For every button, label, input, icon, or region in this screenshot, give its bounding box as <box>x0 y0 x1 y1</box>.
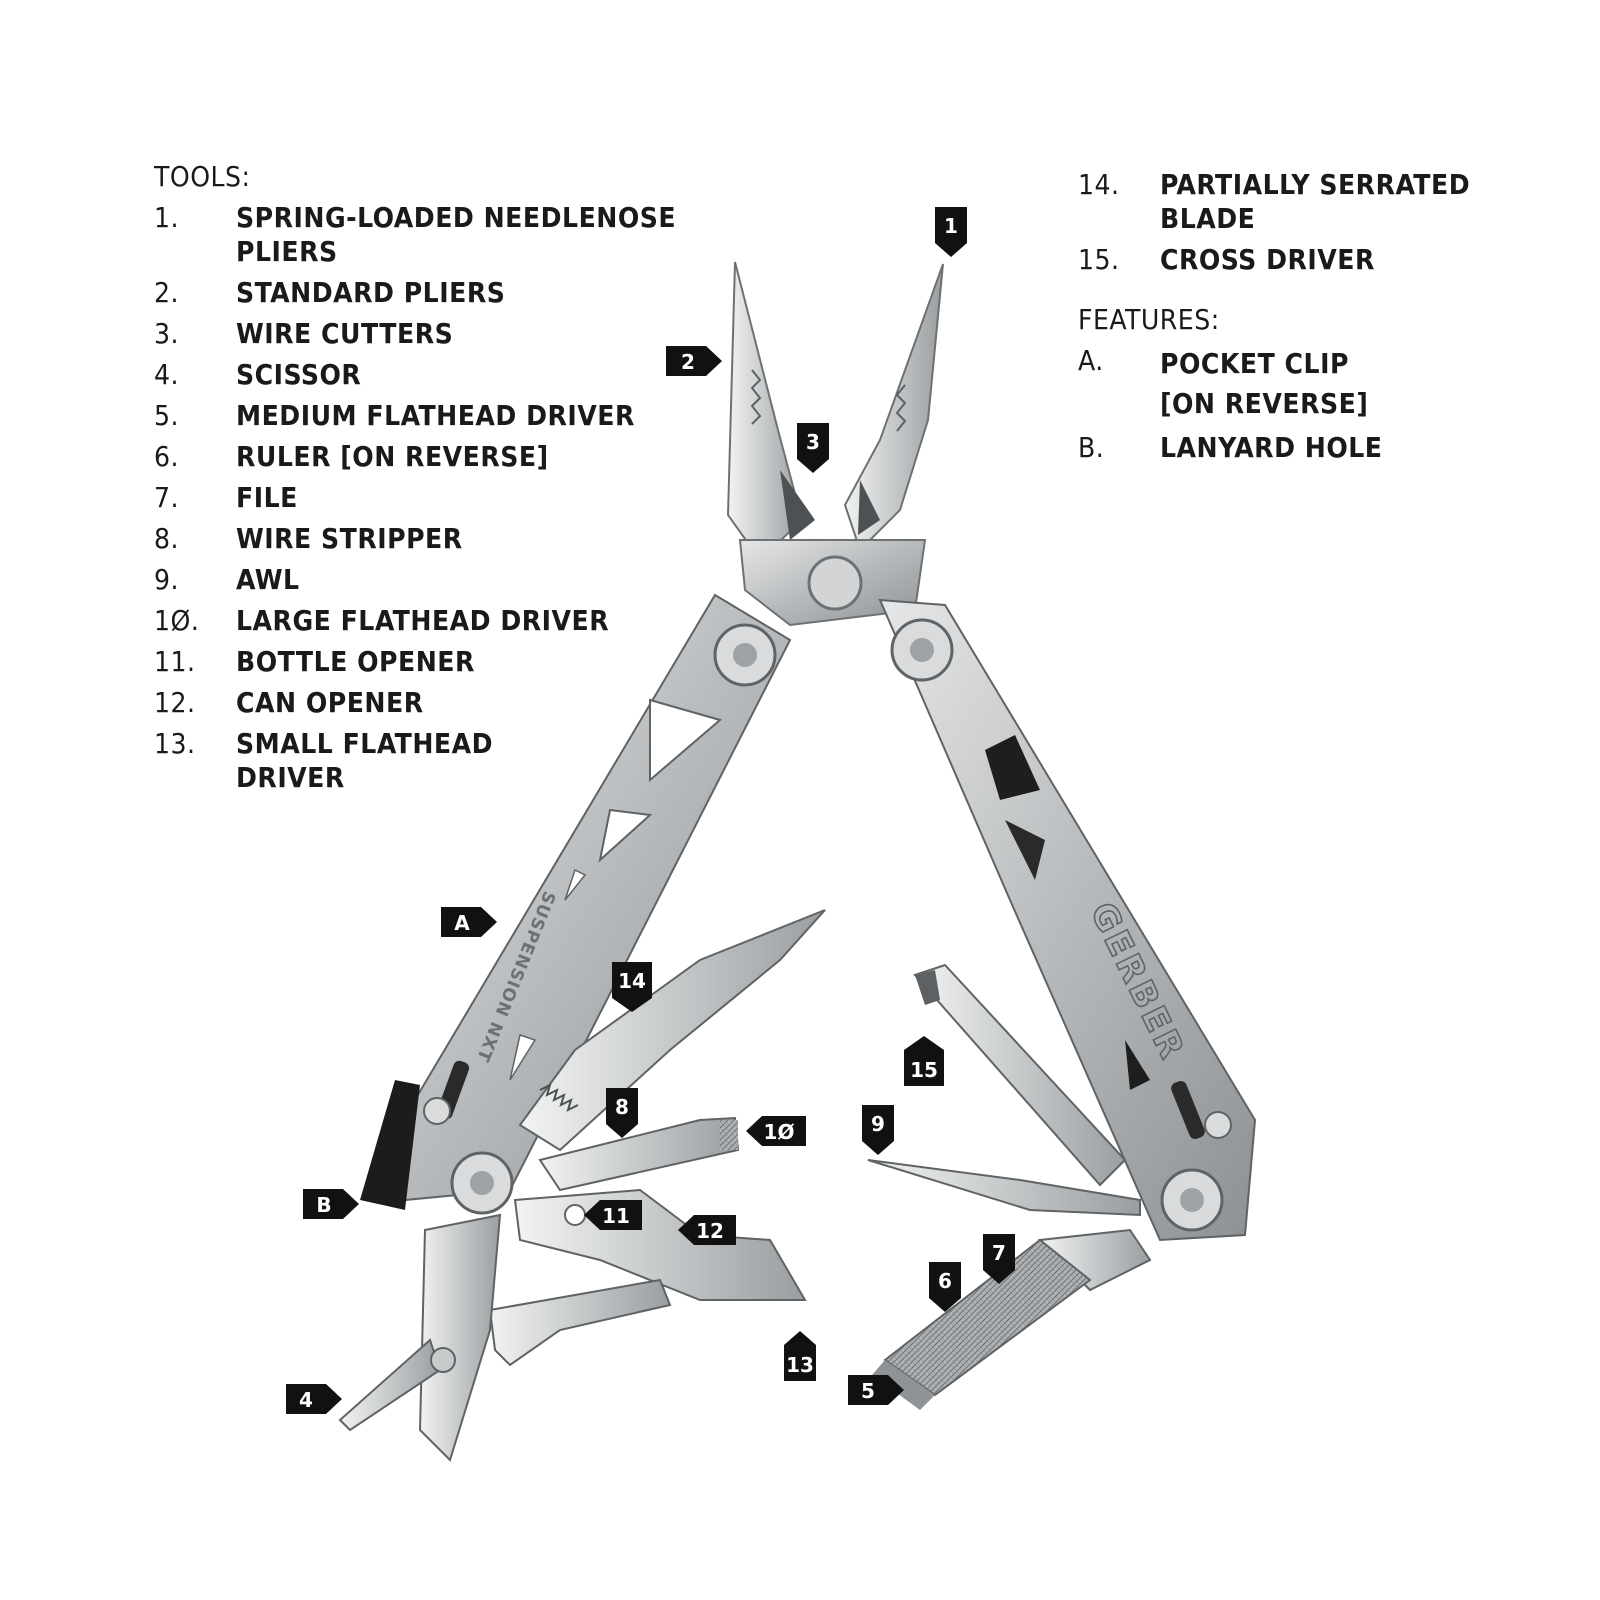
list-item: 9. AWL <box>154 563 714 597</box>
tools-heading: TOOLS: <box>154 160 251 193</box>
svg-text:1: 1 <box>944 214 958 238</box>
features-heading: FEATURES: <box>1078 303 1220 336</box>
item-label: CROSS DRIVER <box>1160 243 1375 276</box>
item-label: SPRING-LOADED NEEDLENOSE PLIERS <box>236 201 677 268</box>
item-label: WIRE STRIPPER <box>236 522 463 555</box>
list-item: 14. PARTIALLY SERRATED BLADE <box>1078 168 1538 236</box>
right-tools <box>867 963 1152 1410</box>
svg-text:5: 5 <box>861 1379 875 1403</box>
item-label: WIRE CUTTERS <box>236 317 454 350</box>
svg-text:A: A <box>454 911 470 935</box>
left-tools <box>338 909 826 1462</box>
item-label: SCISSOR <box>236 358 362 391</box>
callout-1: 1 <box>935 207 967 257</box>
item-label: PARTIALLY SERRATED BLADE <box>1160 168 1471 235</box>
svg-text:2: 2 <box>681 350 695 374</box>
item-number: 7. <box>154 481 180 514</box>
list-item: A. POCKET CLIP [ON REVERSE] <box>1078 344 1538 424</box>
list-item: 1. SPRING-LOADED NEEDLENOSE PLIERS <box>154 201 714 269</box>
item-label: SMALL FLATHEAD DRIVER <box>236 727 494 794</box>
svg-text:15: 15 <box>910 1058 938 1082</box>
tools-list-continued: 14. PARTIALLY SERRATED BLADE 15. CROSS DRI… <box>1078 168 1538 465</box>
item-number: 4. <box>154 358 180 391</box>
item-label: LARGE FLATHEAD DRIVER <box>236 604 610 637</box>
list-item: 8. WIRE STRIPPER <box>154 522 714 556</box>
item-number: 9. <box>154 563 180 596</box>
svg-text:13: 13 <box>786 1353 814 1377</box>
list-item: 5. MEDIUM FLATHEAD DRIVER <box>154 399 714 433</box>
item-number: 1Ø. <box>154 604 200 637</box>
callout-9: 9 <box>862 1105 894 1155</box>
list-item: 12. CAN OPENER <box>154 686 714 720</box>
callout-A: A <box>441 907 497 937</box>
svg-text:6: 6 <box>938 1269 952 1293</box>
item-number: 14. <box>1078 168 1120 201</box>
svg-text:B: B <box>316 1193 331 1217</box>
pliers-jaws <box>726 261 944 627</box>
callouts: 1 2 3 4 5 6 7 8 9 1Ø 11 12 13 14 15 A B <box>286 207 1015 1414</box>
item-label: MEDIUM FLATHEAD DRIVER <box>236 399 635 432</box>
item-label: STANDARD PLIERS <box>236 276 506 309</box>
item-number: B. <box>1078 431 1105 464</box>
svg-text:3: 3 <box>806 430 820 454</box>
item-number: 3. <box>154 317 180 350</box>
callout-2: 2 <box>666 346 722 376</box>
item-number: 15. <box>1078 243 1120 276</box>
list-item: 3. WIRE CUTTERS <box>154 317 714 351</box>
item-number: 12. <box>154 686 196 719</box>
callout-15: 15 <box>904 1036 944 1086</box>
svg-text:8: 8 <box>615 1095 629 1119</box>
item-label: RULER [ON REVERSE] <box>236 440 549 473</box>
item-label: CAN OPENER <box>236 686 424 719</box>
item-label: LANYARD HOLE <box>1160 431 1383 464</box>
callout-13: 13 <box>784 1331 816 1381</box>
callout-7: 7 <box>983 1234 1015 1284</box>
list-item: 6. RULER [ON REVERSE] <box>154 440 714 474</box>
callout-3: 3 <box>797 423 829 473</box>
tools-list: TOOLS: 1. SPRING-LOADED NEEDLENOSE PLIERS… <box>154 160 714 795</box>
callout-6: 6 <box>929 1262 961 1312</box>
list-item: 7. FILE <box>154 481 714 515</box>
item-label: POCKET CLIP [ON REVERSE] <box>1160 347 1369 420</box>
item-number: 6. <box>154 440 180 473</box>
list-item: 11. BOTTLE OPENER <box>154 645 714 679</box>
list-item: 4. SCISSOR <box>154 358 714 392</box>
svg-text:7: 7 <box>992 1241 1006 1265</box>
item-number: 11. <box>154 645 196 678</box>
svg-text:14: 14 <box>618 969 646 993</box>
callout-10: 1Ø <box>746 1116 806 1146</box>
right-handle: GERBER <box>878 598 1257 1242</box>
callout-11: 11 <box>584 1200 642 1230</box>
callout-5: 5 <box>848 1375 904 1405</box>
callout-12: 12 <box>678 1215 736 1245</box>
list-item: 13. SMALL FLATHEAD DRIVER <box>154 727 714 795</box>
svg-text:11: 11 <box>602 1204 630 1228</box>
svg-text:9: 9 <box>871 1112 885 1136</box>
callout-14: 14 <box>612 962 652 1012</box>
item-label: BOTTLE OPENER <box>236 645 475 678</box>
item-number: 5. <box>154 399 180 432</box>
item-number: 2. <box>154 276 180 309</box>
list-item: 15. CROSS DRIVER <box>1078 243 1538 277</box>
item-number: 1. <box>154 201 180 234</box>
svg-text:1Ø: 1Ø <box>764 1120 795 1144</box>
item-number: 13. <box>154 727 196 760</box>
svg-text:12: 12 <box>696 1219 724 1243</box>
item-label: AWL <box>236 563 300 596</box>
callout-B: B <box>303 1189 359 1219</box>
svg-text:4: 4 <box>299 1388 313 1412</box>
item-label: FILE <box>236 481 298 514</box>
list-item: 2. STANDARD PLIERS <box>154 276 714 310</box>
item-number: 8. <box>154 522 180 555</box>
callout-8: 8 <box>606 1088 638 1138</box>
list-item: 1Ø. LARGE FLATHEAD DRIVER <box>154 604 714 638</box>
list-item: B. LANYARD HOLE <box>1078 431 1538 465</box>
callout-4: 4 <box>286 1384 342 1414</box>
item-number: A. <box>1078 344 1104 377</box>
